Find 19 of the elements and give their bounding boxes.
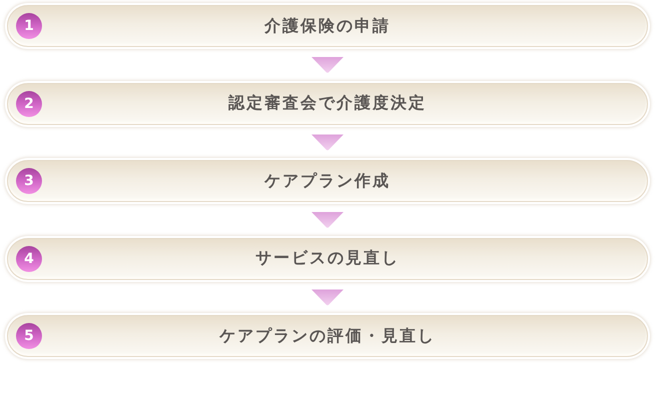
step-box [7,315,648,357]
arrow [312,57,344,73]
step-box [7,5,648,47]
step-label: サービスの見直し [256,248,400,269]
step-label: ケアプランの評価・見直し [220,326,436,346]
step-box [7,238,648,280]
step-label: 認定審査会で介護度決定 [228,93,426,114]
arrow [312,290,344,306]
arrow [312,212,344,228]
step-box [7,82,648,124]
step-number: 4 [16,246,42,272]
arrow [312,134,344,150]
step-number: 5 [16,323,42,349]
step-number: 3 [16,168,42,194]
step-label: 介護保険の申請 [264,16,390,36]
step-number: 1 [16,13,42,39]
step-label: ケアプラン作成 [264,170,390,192]
step-box [7,160,648,202]
step-number: 2 [16,90,42,116]
